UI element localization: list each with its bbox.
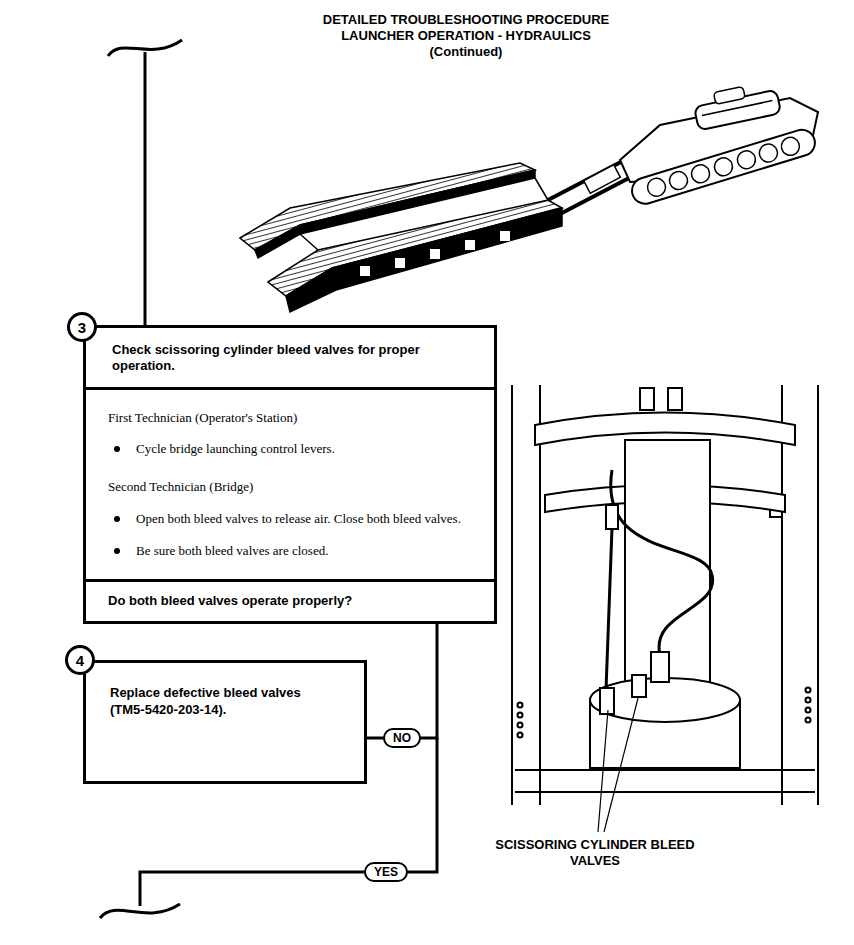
scissoring-cylinder-illustration (640, 388, 654, 410)
step-number-text: 4 (76, 653, 84, 668)
role-heading: First Technician (Operator's Station) (108, 410, 480, 426)
bridge-launcher-illustration (286, 208, 562, 312)
scissoring-cylinder-illustration (806, 688, 811, 693)
scissoring-cylinder-illustration (518, 703, 523, 708)
scissoring-cylinder-illustration (518, 733, 523, 738)
bridge-launcher-illustration (360, 266, 370, 276)
scissoring-cylinder-illustration (518, 723, 523, 728)
decision-question: Do both bleed valves operate properly? (86, 579, 494, 620)
leader-line (598, 710, 608, 832)
scissoring-cylinder-illustration (632, 675, 646, 697)
page-title: DETAILED TROUBLESHOOTING PROCEDURE LAUNC… (296, 12, 636, 45)
step-heading: Check scissoring cylinder bleed valves f… (86, 328, 494, 390)
branch-label: NO (383, 728, 421, 748)
scissoring-cylinder-illustration (611, 470, 713, 655)
scissoring-cylinder-illustration (511, 385, 513, 805)
step-number: 3 (67, 312, 97, 342)
bridge-launcher-illustration (645, 176, 667, 198)
bridge-launcher-illustration (779, 135, 801, 157)
scissoring-cylinder-illustration (590, 678, 740, 722)
bridge-launcher-illustration (712, 156, 734, 178)
check-box: Check scissoring cylinder bleed valves f… (83, 325, 497, 624)
continued-note: (Continued) (430, 44, 503, 60)
scissoring-cylinder-illustration (515, 791, 815, 793)
bridge-launcher-illustration (500, 231, 510, 241)
bridge-launcher-illustration (300, 234, 318, 250)
bridge-launcher-illustration (584, 165, 621, 193)
bridge-launcher-illustration (757, 142, 779, 164)
bridge-launcher-illustration (535, 178, 548, 200)
bridge-launcher-illustration (629, 127, 818, 207)
bridge-launcher-illustration (689, 163, 711, 185)
instruction-bullet: Cycle bridge launching control levers. (136, 441, 464, 457)
bridge-launcher-illustration (465, 240, 475, 250)
scissoring-cylinder-illustration (539, 385, 541, 805)
scissoring-cylinder-illustration (600, 688, 614, 714)
scissoring-cylinder-illustration (651, 652, 669, 682)
bridge-launcher-illustration (735, 149, 757, 171)
scissoring-cylinder-illustration (668, 388, 682, 410)
bridge-launcher-illustration (692, 80, 781, 131)
scissoring-cylinder-illustration (606, 505, 618, 529)
step-number: 4 (65, 645, 95, 675)
bridge-launcher-illustration (629, 127, 818, 207)
instruction-bullet: Be sure both bleed valves are closed. (136, 543, 464, 559)
leader-line (598, 698, 638, 832)
scissoring-cylinder-illustration (806, 718, 811, 723)
continuation-mark (108, 40, 182, 56)
scissoring-cylinder-illustration (781, 385, 783, 805)
scissoring-cylinder-illustration (817, 385, 819, 805)
action-text: Replace defective bleed valves (TM5-5420… (86, 663, 364, 781)
bridge-launcher-illustration (667, 169, 689, 191)
step-number-text: 3 (78, 320, 86, 335)
bridge-launcher-illustration (702, 101, 772, 116)
scissoring-cylinder-illustration (625, 440, 710, 695)
continuation-mark (100, 904, 180, 918)
callout-label: SCISSORING CYLINDER BLEED VALVES (485, 837, 705, 870)
instruction-bullet: Open both bleed valves to release air. C… (136, 511, 464, 527)
scissoring-cylinder-illustration (515, 769, 815, 771)
flow-connector (367, 624, 437, 738)
bridge-launcher-illustration (430, 249, 440, 259)
bridge-launcher-illustration (395, 258, 405, 268)
scissoring-cylinder-illustration (606, 528, 612, 690)
scissoring-cylinder-illustration (518, 713, 523, 718)
scissoring-cylinder-illustration (512, 385, 818, 805)
scissoring-cylinder-illustration (806, 698, 811, 703)
continuation-line (144, 52, 147, 325)
scissoring-cylinder-illustration (806, 708, 811, 713)
bridge-launcher-illustration (240, 80, 818, 312)
branch-label: YES (364, 862, 408, 882)
bridge-launcher-illustration (713, 86, 745, 104)
action-box: Replace defective bleed valves (TM5-5420… (83, 660, 367, 784)
role-heading: Second Technician (Bridge) (108, 479, 480, 495)
leader-line (604, 698, 638, 832)
